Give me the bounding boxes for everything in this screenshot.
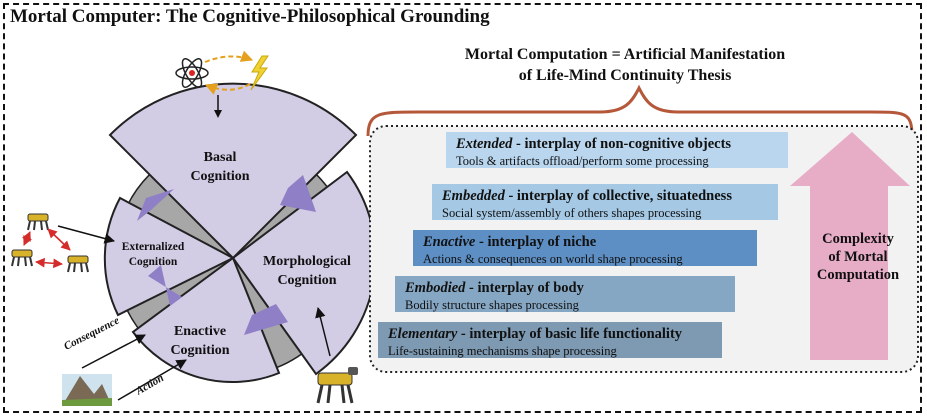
layer-keyword: Embodied (405, 280, 465, 296)
layer-title: - interplay of non-cognitive objects (512, 136, 731, 152)
externalized-cognition-label: Externalized Cognition (108, 240, 198, 270)
layer-keyword: Embedded (442, 188, 505, 204)
layer-description: Life-sustaining mechanisms shape process… (388, 344, 712, 359)
layer-keyword: Enactive (423, 234, 475, 250)
layer-keyword: Extended (456, 136, 512, 152)
heading-line-2: of Life-Mind Continuity Thesis (400, 65, 850, 86)
layer-embedded: Embedded - interplay of collective, situ… (432, 184, 778, 220)
layer-keyword: Elementary (388, 326, 457, 342)
layer-description: Actions & consequences on world shape pr… (423, 252, 747, 267)
layer-description: Bodily structure shapes processing (405, 298, 725, 313)
morphological-cognition-label: Morphological Cognition (247, 252, 367, 290)
layer-embodied: Embodied - interplay of body Bodily stru… (395, 276, 735, 312)
layer-title: - interplay of niche (475, 234, 596, 250)
layer-title: - interplay of basic life functionality (457, 326, 682, 342)
layer-description: Social system/assembly of others shapes … (442, 206, 768, 221)
layer-description: Tools & artifacts offload/perform some p… (456, 154, 778, 169)
basal-cognition-label: Basal Cognition (180, 148, 260, 186)
layer-extended: Extended - interplay of non-cognitive ob… (446, 132, 788, 168)
layer-elementary: Elementary - interplay of basic life fun… (378, 322, 722, 358)
layer-title: - interplay of collective, situatedness (505, 188, 732, 204)
heading-line-1: Mortal Computation = Artificial Manifest… (400, 44, 850, 65)
layer-title: - interplay of body (465, 280, 583, 296)
main-heading: Mortal Computation = Artificial Manifest… (400, 44, 850, 86)
enactive-cognition-label: Enactive Cognition (160, 322, 240, 360)
complexity-label: Complexity of Mortal Computation (808, 230, 908, 284)
layer-enactive: Enactive - interplay of niche Actions & … (413, 230, 757, 266)
